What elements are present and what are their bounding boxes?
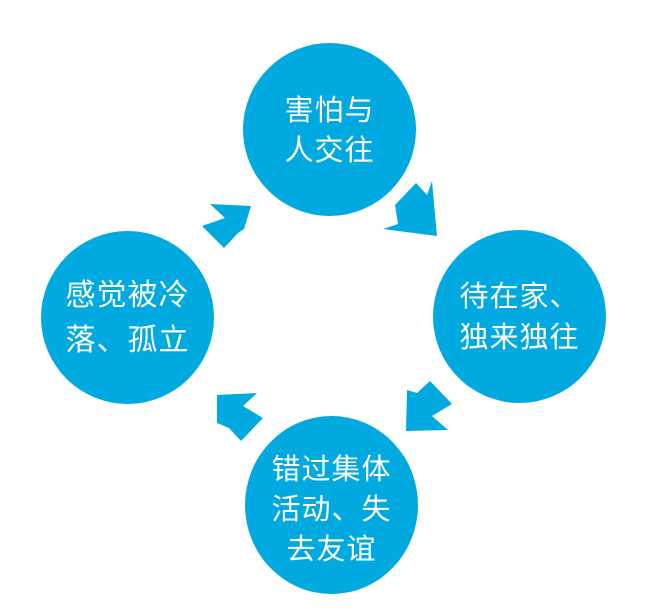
arrow-right-to-bottom — [406, 381, 452, 431]
node-label: 待在家、 独来独往 — [459, 276, 579, 358]
arrow-bottom-to-left — [217, 393, 263, 441]
node-label-line: 感觉被冷 — [65, 277, 190, 313]
node-label: 感觉被冷 落、孤立 — [66, 273, 190, 363]
node-label-line: 活动、失 — [271, 492, 392, 526]
node-label: 害怕与 人交往 — [284, 90, 374, 170]
node-stay-home-alone: 待在家、 独来独往 — [433, 230, 606, 403]
node-label-line: 错过集体 — [271, 452, 392, 486]
node-label-line: 独来独往 — [459, 319, 580, 354]
node-label-line: 待在家、 — [459, 278, 580, 313]
arrow-left-to-top — [202, 204, 251, 248]
node-label: 错过集体 活动、失 去友谊 — [271, 449, 391, 569]
node-fear-of-socializing: 害怕与 人交往 — [243, 43, 416, 216]
node-label-line: 害怕与 — [284, 92, 375, 127]
node-label-line: 去友谊 — [286, 532, 377, 566]
node-miss-activities: 错过集体 活动、失 去友谊 — [245, 416, 418, 594]
node-feel-isolated: 感觉被冷 落、孤立 — [41, 231, 214, 404]
node-label-line: 落、孤立 — [65, 322, 190, 358]
arrow-top-to-right — [383, 181, 437, 236]
node-label-line: 人交往 — [284, 132, 375, 167]
